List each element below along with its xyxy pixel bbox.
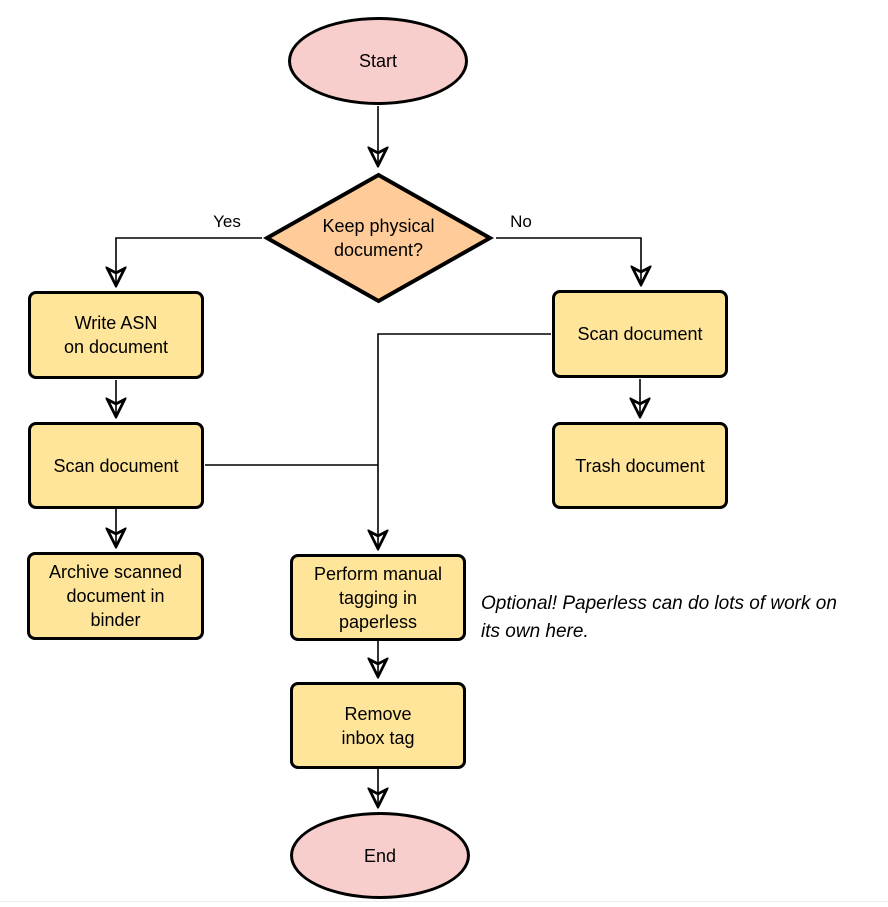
node-manual-tagging: Perform manual tagging in paperless: [290, 554, 466, 641]
node-keep-physical-label: Keep physical document?: [322, 216, 435, 260]
node-write-asn: Write ASN on document: [28, 291, 204, 379]
node-trash-document: Trash document: [552, 422, 728, 509]
node-scan-document-left: Scan document: [28, 422, 204, 509]
node-trash-label: Trash document: [575, 455, 705, 476]
node-end-label: End: [363, 845, 397, 866]
node-end: End: [290, 812, 470, 899]
edge-label-no: No: [507, 212, 535, 232]
node-remove-label: Remove inbox tag: [341, 703, 415, 748]
node-start-label: Start: [358, 51, 397, 71]
page-divider: [0, 901, 888, 902]
edge-yes: [116, 237, 262, 284]
node-keep-physical-decision: Keep physical document?: [263, 171, 494, 305]
edge-scanright-to-tagging: [378, 333, 551, 547]
node-scan-document-right: Scan document: [552, 290, 728, 378]
optional-note: Optional! Paperless can do lots of work …: [481, 593, 837, 642]
diamond-shape: [263, 172, 494, 304]
edge-label-yes: Yes: [210, 212, 244, 232]
node-scan-right-label: Scan document: [577, 324, 703, 344]
edge-no: [496, 237, 641, 283]
node-tagging-label: Perform manual tagging in paperless: [313, 563, 443, 632]
node-write-asn-label: Write ASN on document: [63, 313, 169, 357]
node-archive-label: Archive scanned document in binder: [48, 562, 183, 630]
node-scan-left-label: Scan document: [53, 455, 179, 476]
node-start: Start: [288, 17, 468, 105]
node-remove-inbox-tag: Remove inbox tag: [290, 682, 466, 769]
node-archive-binder: Archive scanned document in binder: [27, 552, 204, 640]
